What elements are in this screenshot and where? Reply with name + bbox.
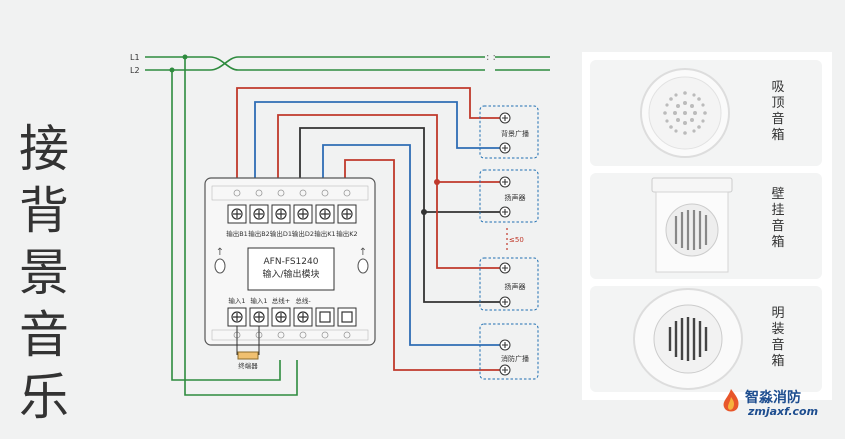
bottom-terminal-label: 总线-	[295, 296, 311, 305]
speaker-name-char: 箱	[771, 354, 785, 369]
speaker-name-char: 箱	[771, 235, 785, 250]
speaker-name-char: 明	[771, 306, 785, 321]
flame-logo-icon	[723, 389, 739, 412]
speaker-name-char: 装	[771, 322, 785, 337]
bottom-terminal-label: 输入1	[228, 296, 245, 305]
load-label: 扬声器	[505, 282, 526, 291]
speaker-name-char: 音	[771, 112, 785, 127]
speaker-card-wall: 壁 挂 音 箱	[590, 173, 822, 279]
svg-text:: :: : :	[486, 52, 496, 63]
top-terminal-label: 输出D2	[292, 229, 314, 238]
l1-label: L1	[130, 53, 140, 62]
junction-dots	[421, 179, 440, 215]
speaker-card-surface: 明 装 音 箱	[590, 286, 822, 392]
speaker-name: 明 装 音 箱	[770, 306, 786, 370]
speaker-name-char: 音	[771, 219, 785, 234]
limit-note: ≤50	[509, 236, 524, 244]
arrow-icon: ↑	[359, 247, 367, 258]
speaker-name: 吸 顶 音 箱	[770, 80, 786, 144]
speaker-name-char: 音	[771, 338, 785, 353]
speaker-panel: 吸 顶 音 箱 壁 挂 音 箱 明	[582, 52, 832, 400]
top-terminal-label: 输出K2	[336, 229, 357, 238]
title-char: 背	[19, 182, 69, 240]
vertical-title: 接 背 景 音 乐	[14, 118, 74, 428]
module-name: 输入/输出模块	[262, 268, 319, 280]
logo-name: 智淼消防	[745, 390, 801, 406]
top-terminal-screws	[227, 204, 357, 224]
bottom-terminal-label: 输入1	[250, 296, 267, 305]
l2-label: L2	[130, 66, 140, 75]
bus-lines	[145, 56, 550, 396]
speaker-name: 壁 挂 音 箱	[770, 187, 786, 251]
io-module: 输出B1 输出B2 输出D1 输出D2 输出K1 输出K2 AFN-FS1240…	[204, 177, 376, 346]
speaker-name-char: 顶	[771, 96, 785, 111]
bottom-terminal-label: 总线+	[272, 296, 290, 305]
top-terminal-label: 输出B2	[248, 229, 270, 238]
title-char: 接	[19, 120, 69, 178]
load-terminals	[499, 112, 511, 376]
bottom-terminal-screws	[227, 307, 357, 327]
top-terminal-label: 输出B1	[226, 229, 248, 238]
load-boxes	[479, 105, 539, 380]
terminal-resistor	[237, 351, 259, 360]
title-char: 乐	[19, 368, 69, 426]
ceiling-speaker-icon	[640, 68, 730, 158]
speaker-card-ceiling: 吸 顶 音 箱	[590, 60, 822, 166]
arrow-icon: ↑	[216, 247, 224, 258]
speaker-name-char: 挂	[771, 203, 785, 218]
load-label: 背景广播	[501, 129, 529, 138]
speaker-name-char: 吸	[771, 80, 785, 95]
load-label: 消防广播	[501, 354, 529, 363]
wall-speaker-icon	[651, 177, 733, 273]
title-char: 景	[19, 244, 69, 302]
surface-speaker-icon	[633, 288, 743, 390]
top-terminal-label: 输出K1	[314, 229, 335, 238]
resistor-leads	[236, 326, 260, 355]
speaker-name-char: 壁	[771, 187, 785, 202]
speaker-name-char: 箱	[771, 128, 785, 143]
top-terminal-label: 输出D1	[270, 229, 292, 238]
logo-url: zmjaxf.com	[748, 405, 819, 418]
resistor-label: 终端器	[238, 361, 258, 370]
title-char: 音	[19, 306, 69, 364]
module-model: AFN-FS1240	[264, 257, 319, 267]
load-label: 扬声器	[505, 193, 526, 202]
